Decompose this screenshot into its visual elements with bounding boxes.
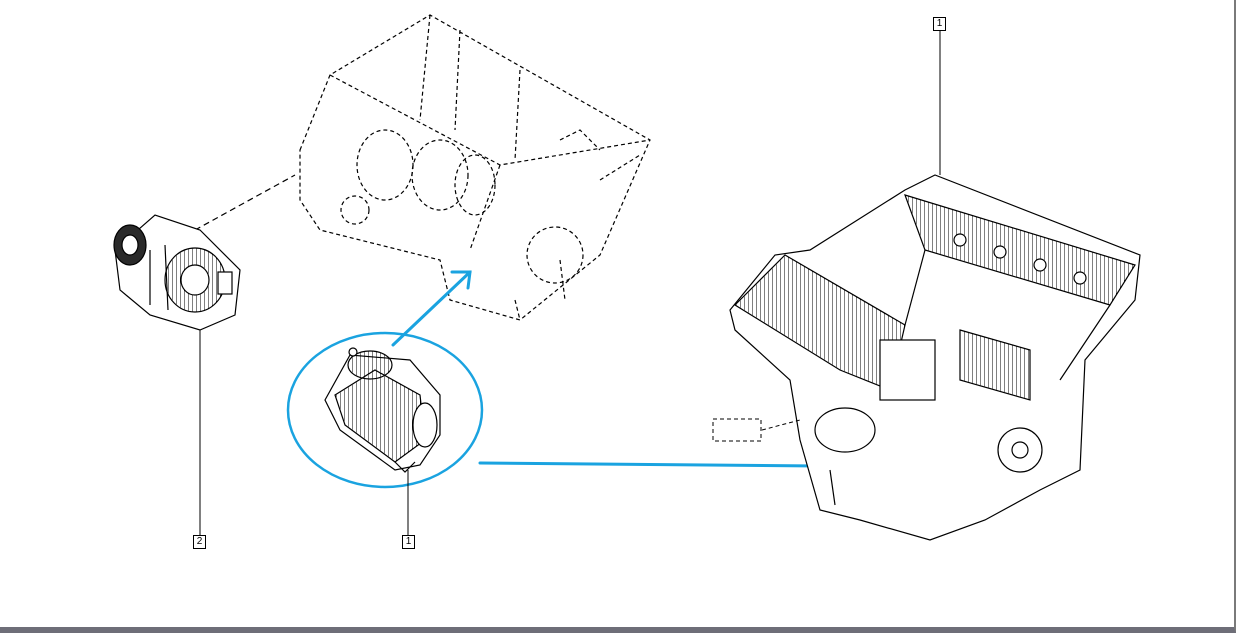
placeholder-leader [761,419,801,431]
engine-block-dashed [299,14,651,321]
alternator-mount-line [194,174,296,231]
starter-motor [324,347,441,473]
callout-alternator: 2 [193,535,206,549]
arrow-to-block [391,270,472,347]
starter-highlight-circle [286,331,484,489]
dashed-placeholder-box [712,418,762,442]
alternator [113,214,241,331]
callout-engine: 1 [933,17,946,31]
engine-assembly [729,174,1141,541]
callout-starter: 1 [402,535,415,549]
